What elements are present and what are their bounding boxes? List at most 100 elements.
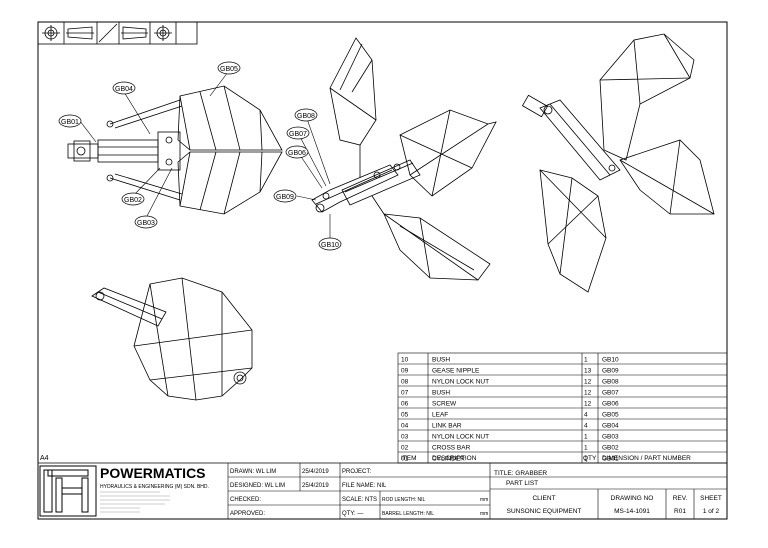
drawn-by: DRAWN: WL LIM (230, 469, 276, 475)
drawing-no-value: MS-14-1091 (614, 508, 650, 515)
sheet-label: SHEET (700, 495, 722, 502)
part-description: BUSH (432, 390, 450, 397)
part-description: LEAF (432, 412, 448, 419)
part-qty: 1 (584, 456, 588, 463)
part-item: 10 (401, 357, 409, 364)
header-qty: QTY (583, 455, 597, 462)
part-item: 05 (401, 412, 409, 419)
title-block: POWERMATICS HYDRAULICS & ENGINEERING (M)… (39, 463, 727, 519)
client-label: CLIENT (532, 495, 555, 502)
part-description: SCREW (432, 401, 457, 408)
part-number: GB10 (602, 357, 619, 364)
open-isometric-view (311, 37, 497, 281)
third-angle-circle-icon (42, 25, 60, 41)
part-number: GB08 (602, 379, 619, 386)
leaf-upper (329, 37, 377, 146)
part-number: GB06 (602, 401, 619, 408)
part-qty: 4 (584, 412, 588, 419)
qty: QTY: — (342, 511, 363, 517)
company-address-lines (100, 491, 170, 513)
upper-leaf (177, 85, 283, 151)
callout-leaders (79, 71, 331, 238)
part-number: GB03 (602, 434, 619, 441)
part-item: 06 (401, 401, 409, 408)
project: PROJECT: (342, 469, 371, 475)
part-description: NYLON LOCK NUT (432, 379, 489, 386)
callout-gb07: GB07 (286, 126, 310, 140)
callout-gb08: GB08 (294, 108, 318, 122)
part-item: 07 (401, 390, 409, 397)
part-description: LINK BAR (432, 423, 462, 430)
lower-leaf (177, 151, 283, 215)
part-item: 02 (401, 445, 409, 452)
part-item: 09 (401, 368, 409, 375)
side-view (67, 85, 283, 215)
header-description: DESCRIPTION (432, 455, 477, 462)
callout-label: GB03 (137, 220, 155, 227)
first-angle-circle-icon (154, 25, 172, 41)
part-description: BUSH (432, 357, 450, 364)
r-leaf-right (619, 139, 715, 215)
drawing-title: TITLE: GRABBER (494, 470, 547, 477)
callout-label: GB04 (115, 86, 133, 93)
part-description: NYLON LOCK NUT (432, 434, 489, 441)
sheet-value: 1 of 2 (703, 508, 720, 515)
closed-isometric-view (91, 277, 253, 401)
projection-symbol-block (37, 21, 198, 45)
designed-date: 25/4/2019 (302, 483, 329, 489)
callout-label: GB06 (288, 150, 306, 157)
barrel-unit: mm (480, 511, 488, 517)
callout-gb09: GB09 (273, 189, 297, 203)
scale: SCALE: NTS (342, 497, 377, 503)
callout-gb06: GB06 (285, 145, 309, 159)
company-name: POWERMATICS (100, 465, 206, 481)
part-number: GB05 (602, 412, 619, 419)
diagonal-hatch-icon (98, 23, 118, 43)
leaf-lower (383, 213, 491, 281)
file-name: FILE NAME: NIL (342, 483, 387, 489)
callout-gb04: GB04 (112, 81, 136, 95)
company-subtitle: HYDRAULICS & ENGINEERING (M) SDN. BHD. (100, 484, 209, 490)
callout-gb02: GB02 (121, 192, 145, 206)
part-qty: 12 (584, 390, 592, 397)
parts-list-header: ITEM DESCRIPTION QTY DIMENSION / PART NU… (401, 455, 691, 462)
header-part-number: DIMENSION / PART NUMBER (602, 455, 691, 462)
cylinder-body (97, 139, 159, 163)
designed-by: DESIGNED: WL LIM (230, 483, 285, 489)
callout-label: GB10 (321, 242, 339, 249)
callout-label: GB05 (220, 66, 238, 73)
part-item: 03 (401, 434, 409, 441)
part-description: GEASE NIPPLE (432, 368, 480, 375)
callout-label: GB08 (297, 113, 315, 120)
callout-label: GB09 (276, 194, 294, 201)
leaf-right (399, 109, 497, 197)
part-item: 01 (401, 456, 409, 463)
part-item: 08 (401, 379, 409, 386)
drawing-no-label: DRAWING NO (611, 495, 654, 502)
callout-label: GB07 (289, 131, 307, 138)
callout-gb01: GB01 (58, 114, 82, 128)
callout-label: GB01 (61, 119, 79, 126)
part-number: GB01 (602, 456, 619, 463)
callout-gb10: GB10 (318, 237, 342, 251)
part-number: GB09 (602, 368, 619, 375)
part-description: CROSS BAR (432, 445, 471, 452)
right-isometric-view (521, 33, 715, 293)
r-leaf-lower (539, 169, 607, 293)
part-description: CYLINDER (432, 456, 465, 463)
part-qty: 1 (584, 445, 588, 452)
part-qty: 4 (584, 423, 588, 430)
approved-by: APPROVED: (230, 511, 265, 517)
part-qty: 13 (584, 368, 592, 375)
company-logo (39, 465, 97, 517)
rev-value: R01 (674, 508, 686, 515)
barrel-length: BARREL LENGTH: NIL (382, 511, 434, 517)
part-qty: 12 (584, 401, 592, 408)
part-number: GB04 (602, 423, 619, 430)
sheet-size-label: A4 (40, 455, 49, 462)
part-qty: 1 (584, 357, 588, 364)
rod-unit: mm (480, 497, 488, 503)
